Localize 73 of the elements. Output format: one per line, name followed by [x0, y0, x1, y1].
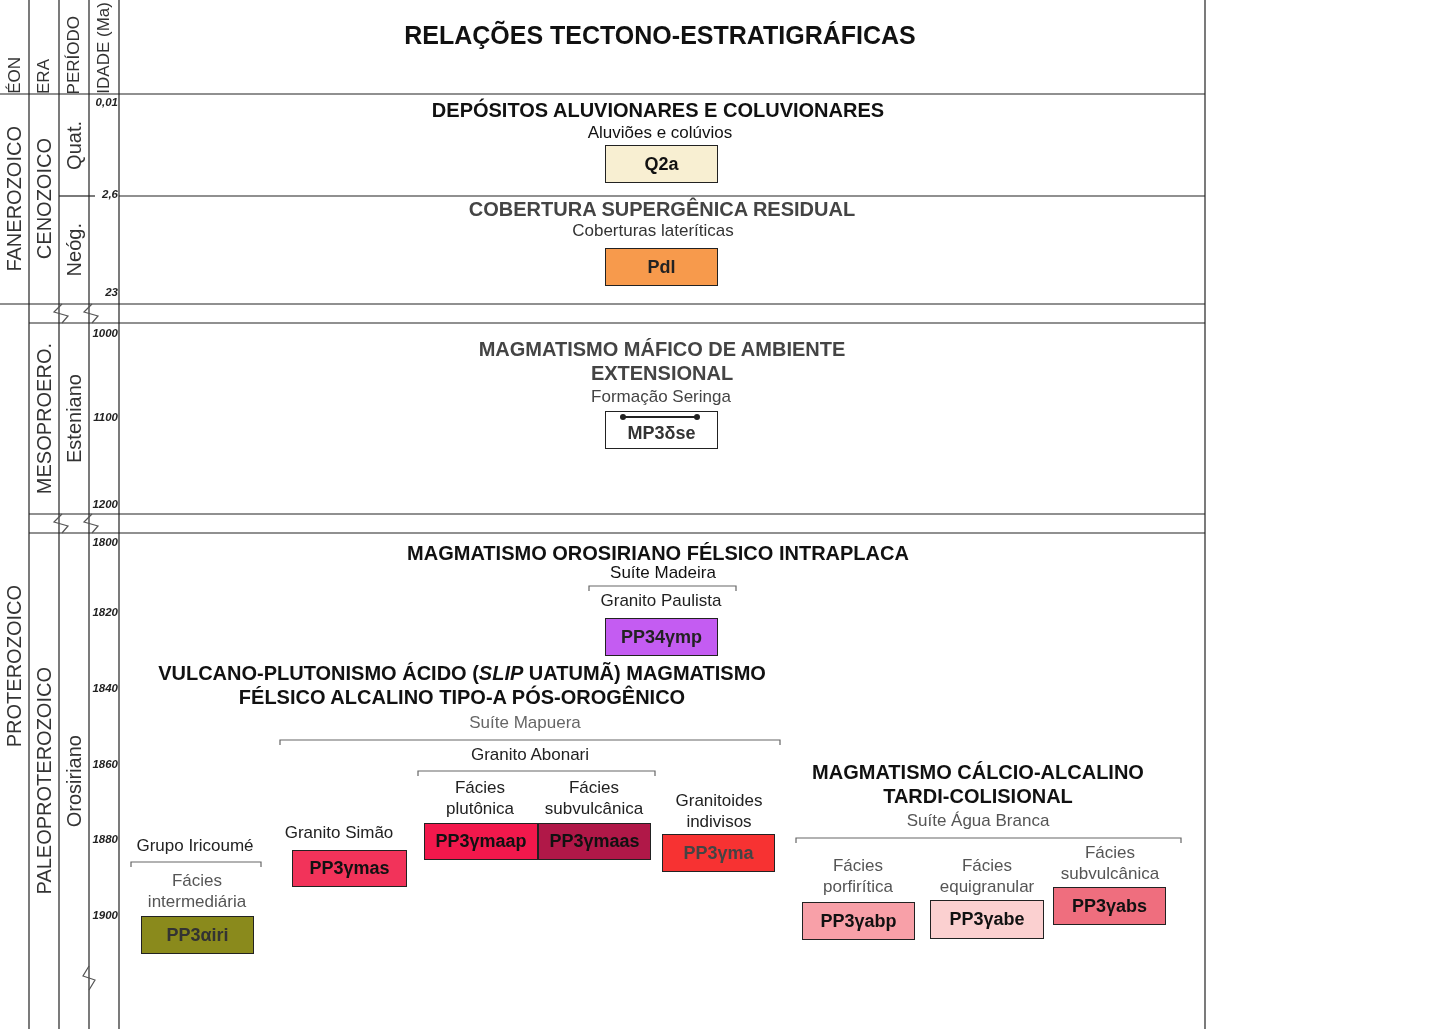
unit-name: Granito Abonari: [469, 745, 591, 766]
unit-heading: MAGMATISMO MÁFICO DE AMBIENTE EXTENSIONAL: [477, 337, 847, 386]
unit-name: Fácies subvulcânica: [1059, 843, 1161, 885]
eon-label: FANEROZOICO: [3, 126, 26, 272]
age-label: 23: [105, 286, 118, 298]
unit-code: PP3γabe: [949, 909, 1025, 930]
map-unit-box: [292, 850, 407, 887]
unit-code: PP3αiri: [166, 924, 229, 946]
map-unit-box: [930, 900, 1044, 939]
unit-heading: COBERTURA SUPERGÊNICA RESIDUAL: [467, 197, 857, 222]
unit-heading: VULCANO-PLUTONISMO ÁCIDO (SLIP UATUMÃ) MAGMATISMO FÉLSICO ALCALINO TIPO-A PÓS-OROGÊNICO: [157, 661, 767, 710]
era-label: CENOZOICO: [32, 138, 56, 260]
age-label: 1800: [92, 536, 118, 548]
map-unit-box: [424, 823, 538, 860]
unit-heading: MAGMATISMO OROSIRIANO FÉLSICO INTRAPLACA: [406, 541, 910, 566]
map-unit-box: [1053, 887, 1166, 925]
period-label: Esteniano: [62, 374, 86, 463]
unit-name: Suíte Mapuera: [468, 713, 582, 734]
column-header: PERÍODO: [64, 14, 84, 94]
age-label: 1100: [93, 411, 118, 423]
map-unit-box: [538, 823, 651, 860]
age-label: 2,6: [102, 188, 118, 200]
era-label: MESOPROERO.: [32, 342, 56, 495]
age-label: 1880: [92, 833, 118, 845]
age-label: 1000: [92, 327, 118, 339]
column-header: ERA: [34, 58, 54, 94]
period-label: Quat.: [62, 120, 86, 170]
age-label: 1860: [92, 758, 118, 770]
unit-code: Pdl: [647, 256, 676, 278]
unit-name: Fácies subvulcânica: [543, 778, 645, 820]
unit-name: Coberturas lateríticas: [571, 221, 735, 242]
column-header: ÉON: [4, 56, 25, 94]
period-label: Neóg.: [62, 223, 86, 277]
unit-name: Fácies plutônica: [444, 778, 516, 820]
unit-code: PP3γmaap: [435, 831, 527, 852]
unit-code: PP3γma: [683, 842, 754, 864]
map-unit-box: [662, 834, 775, 872]
unit-code: PP3γmas: [309, 858, 390, 879]
unit-code: PP34γmp: [620, 626, 702, 648]
age-label: 1200: [92, 498, 118, 510]
column-header: IDADE (Ma): [94, 1, 114, 94]
period-label: Orosiriano: [62, 734, 86, 828]
map-unit-box: [605, 145, 718, 183]
age-label: 1820: [92, 606, 118, 618]
eon-label: PROTEROZOICO: [3, 585, 26, 748]
era-label: PALEOPROTEROZOICO: [32, 667, 56, 895]
unit-name: Granito Paulista: [599, 591, 723, 612]
unit-heading: DEPÓSITOS ALUVIONARES E COLUVIONARES: [430, 98, 886, 123]
age-label: 1900: [92, 909, 118, 921]
map-unit-box: [605, 248, 718, 286]
unit-code: Q2a: [644, 153, 679, 175]
unit-name: Granitoides indivisos: [674, 791, 764, 833]
unit-name: Suíte Madeira: [609, 563, 717, 584]
age-label: 1840: [92, 682, 118, 694]
unit-name: Aluviões e colúvios: [586, 123, 734, 144]
unit-code: PP3γmaas: [549, 831, 640, 852]
unit-name: Fácies porfirítica: [822, 856, 894, 898]
age-label: 0,01: [95, 96, 118, 108]
unit-heading: MAGMATISMO CÁLCIO-ALCALINO TARDI-COLISIONAL: [811, 760, 1145, 809]
unit-name: Granito Simão: [283, 823, 395, 844]
map-unit-box: [605, 618, 718, 656]
unit-name: Suíte Água Branca: [905, 811, 1051, 832]
unit-code: PP3γabp: [820, 910, 897, 932]
chart-title: RELAÇÕES TECTONO-ESTRATIGRÁFICAS: [403, 20, 917, 51]
unit-name: Fácies equigranular: [938, 856, 1036, 898]
map-unit-box: [802, 902, 915, 940]
unit-name: Formação Seringa: [590, 387, 732, 408]
unit-code: MP3δse: [627, 423, 696, 444]
unit-name: Grupo Iricoumé: [135, 836, 255, 857]
map-unit-box: [141, 916, 254, 954]
map-unit-box: [605, 411, 718, 449]
unit-name: Fácies intermediária: [146, 871, 248, 913]
unit-code: PP3γabs: [1071, 895, 1148, 917]
